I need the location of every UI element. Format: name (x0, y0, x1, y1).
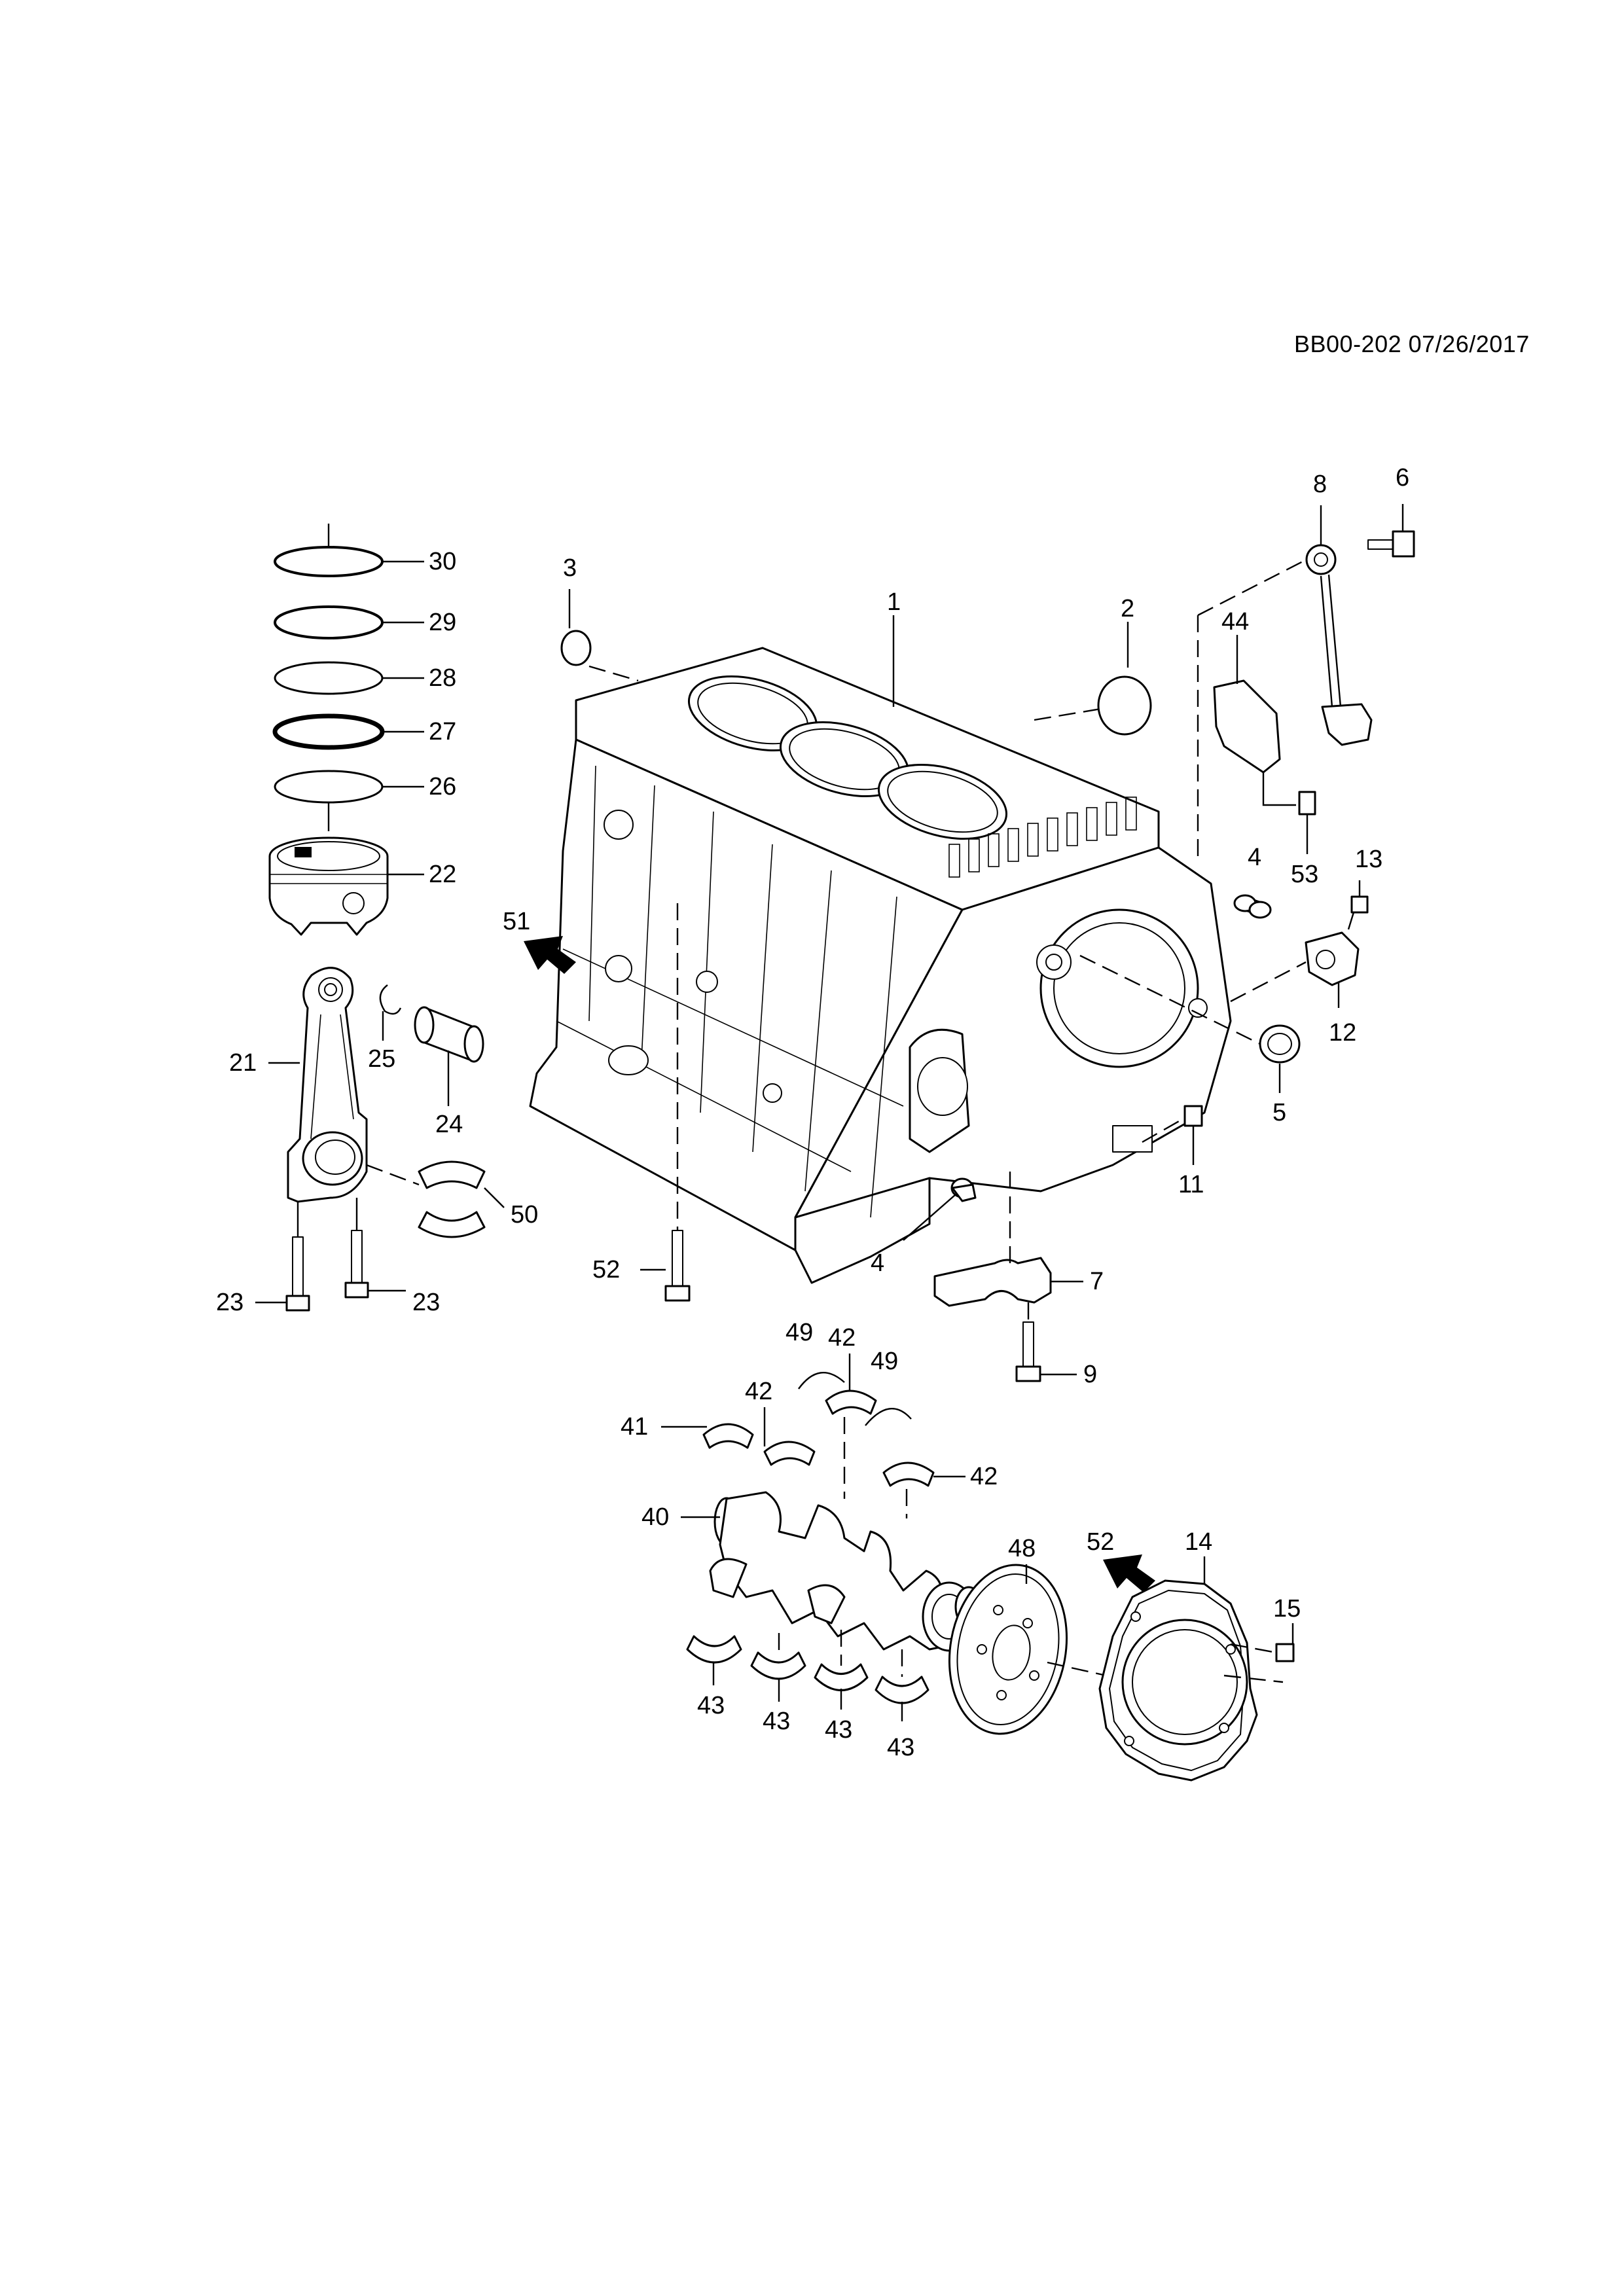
piston-ring-29 (274, 605, 424, 639)
crank-position-sensor (1230, 931, 1360, 1008)
callout-49-right: 49 (871, 1348, 898, 1375)
callout-7: 7 (1090, 1268, 1104, 1295)
piston-pin (414, 1006, 484, 1106)
piston-ring-27 (272, 713, 424, 750)
upper-bearing-41 (661, 1423, 754, 1449)
callout-43-b: 43 (763, 1708, 790, 1735)
view-arrow-52 (1103, 1554, 1155, 1592)
callout-51: 51 (503, 908, 530, 935)
rod-bearing-shells (418, 1160, 505, 1238)
callout-4-lower: 4 (871, 1249, 884, 1277)
callout-29: 29 (429, 609, 456, 636)
thrust-washer-49-left (798, 1372, 845, 1390)
callout-42-top: 42 (828, 1324, 856, 1352)
callout-43-d: 43 (887, 1734, 914, 1761)
cup-plug-2 (1097, 675, 1152, 736)
callout-22: 22 (429, 861, 456, 888)
front-crank-seal (1079, 954, 1301, 1093)
callout-27: 27 (429, 718, 456, 745)
dowel-upper (1233, 894, 1272, 919)
engine-block (529, 647, 1232, 1284)
callout-15: 15 (1273, 1595, 1301, 1623)
connecting-rod (268, 967, 420, 1203)
rear-seal-housing (1098, 1556, 1284, 1782)
callout-23-right: 23 (412, 1289, 440, 1316)
callout-24: 24 (435, 1111, 463, 1138)
lower-bearing-43-c (814, 1630, 869, 1710)
rod-bolt-right (344, 1198, 406, 1299)
piston-ring-30 (274, 524, 424, 577)
oil-level-sensor (1305, 505, 1373, 746)
upper-bearing-42-left (763, 1407, 816, 1466)
callout-4-upper: 4 (1248, 844, 1261, 871)
callout-43-c: 43 (825, 1716, 852, 1744)
callout-11: 11 (1178, 1171, 1204, 1198)
reluctor-wheel (948, 1564, 1107, 1735)
cup-plug-3 (560, 630, 592, 666)
rod-bolt-left (255, 1202, 310, 1312)
callout-3: 3 (563, 554, 577, 582)
callout-8: 8 (1313, 471, 1327, 498)
dowel-lower (903, 1177, 977, 1241)
callout-40: 40 (641, 1503, 669, 1531)
callout-52-left: 52 (592, 1256, 620, 1283)
callout-28: 28 (429, 664, 456, 692)
bearing-cap-bolt (1015, 1302, 1077, 1382)
callout-25: 25 (368, 1045, 395, 1073)
callout-1: 1 (887, 588, 901, 616)
view-arrow-51 (524, 936, 576, 974)
callout-5: 5 (1272, 1099, 1286, 1126)
callout-6: 6 (1396, 464, 1409, 492)
upper-bearing-42-top (825, 1354, 877, 1415)
bolt-53 (1298, 791, 1316, 854)
lower-bearing-43-b (750, 1633, 806, 1702)
callout-48: 48 (1008, 1535, 1036, 1562)
callout-50: 50 (511, 1201, 538, 1229)
lower-bearing-43-d (875, 1649, 929, 1721)
callout-21: 21 (229, 1049, 257, 1077)
callout-14: 14 (1185, 1528, 1212, 1556)
thrust-washer-49-right (865, 1408, 912, 1426)
callout-9: 9 (1083, 1361, 1097, 1388)
lower-bearing-43-a (686, 1635, 742, 1685)
callout-23-left: 23 (216, 1289, 244, 1316)
callout-12: 12 (1329, 1019, 1356, 1047)
piston-ring-28 (274, 661, 424, 695)
callout-2: 2 (1121, 595, 1134, 622)
bracket-44 (1213, 635, 1296, 806)
callout-44: 44 (1221, 608, 1249, 636)
callout-30: 30 (429, 548, 456, 575)
callout-53: 53 (1291, 861, 1318, 888)
piston-ring-26 (274, 770, 424, 804)
piston (268, 836, 424, 936)
callout-13: 13 (1355, 846, 1382, 873)
callout-49-left: 49 (785, 1319, 813, 1346)
bolt-11 (1142, 1105, 1203, 1165)
bolt-15 (1230, 1623, 1295, 1662)
block-bolt-52 (640, 1230, 691, 1302)
piston-pin-clip (379, 984, 402, 1041)
main-bearing-cap (933, 1172, 1083, 1307)
callout-42-right: 42 (970, 1463, 998, 1490)
upper-bearing-42-right (882, 1462, 965, 1487)
callout-41: 41 (621, 1413, 648, 1441)
callout-43-a: 43 (697, 1692, 725, 1719)
knock-sensor-bolt (1367, 504, 1415, 558)
crankshaft (681, 1491, 1041, 1652)
diagram-code: BB00-202 07/26/2017 (1294, 331, 1530, 357)
callout-42-left: 42 (745, 1378, 772, 1405)
callout-26: 26 (429, 773, 456, 800)
sensor-bolt-13 (1347, 880, 1369, 930)
callout-52-right: 52 (1087, 1528, 1114, 1556)
